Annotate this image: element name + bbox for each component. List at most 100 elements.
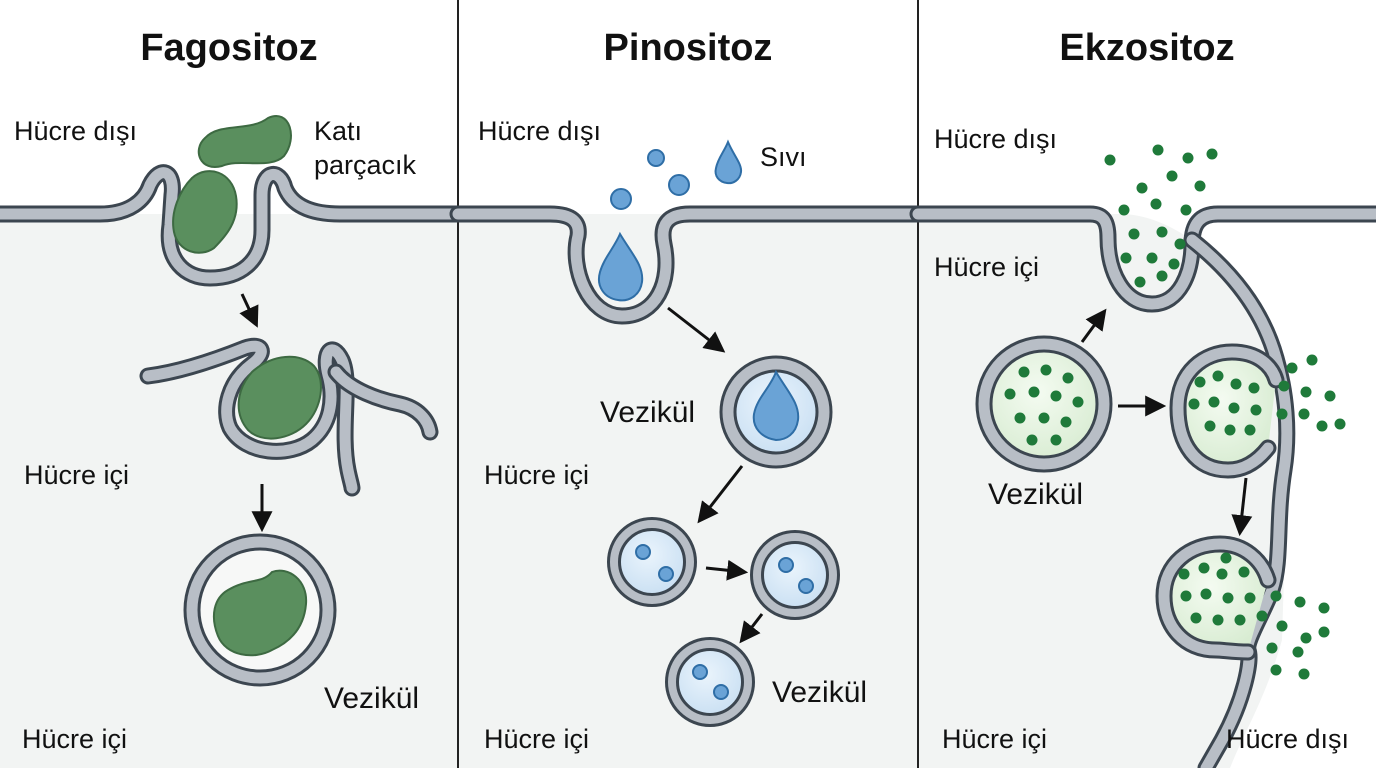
secreted-particle bbox=[1318, 602, 1330, 614]
secreted-particle bbox=[1230, 378, 1242, 390]
secreted-particle bbox=[1128, 228, 1140, 240]
secreted-particle bbox=[1004, 388, 1016, 400]
secreted-particle bbox=[1174, 238, 1186, 250]
label-vesicle-bottom: Vezikül bbox=[772, 676, 867, 709]
secreted-particle bbox=[1156, 226, 1168, 238]
secretory-vesicle bbox=[975, 335, 1113, 473]
secreted-particle bbox=[1014, 412, 1026, 424]
label-outside: Hücre dışı bbox=[14, 116, 137, 146]
secreted-particle bbox=[1146, 252, 1158, 264]
secreted-particle bbox=[1298, 668, 1310, 680]
secreted-particle bbox=[1150, 198, 1162, 210]
secreted-particle bbox=[1050, 390, 1062, 402]
secreted-particle bbox=[1166, 170, 1178, 182]
arrow-step-4 bbox=[739, 613, 764, 644]
secreted-particle bbox=[1104, 154, 1116, 166]
secreted-particle bbox=[1286, 362, 1298, 374]
secreted-particle bbox=[1168, 258, 1180, 270]
fluid-drop-pit bbox=[598, 231, 644, 302]
secreted-particle bbox=[1200, 588, 1212, 600]
panel-fagositoz: Fagositoz Hücre dışı Katı parçacık Hücre… bbox=[0, 27, 467, 754]
cytoplasm-region-right bbox=[918, 214, 1290, 768]
secreted-particle bbox=[1018, 366, 1030, 378]
label-inside-mid: Hücre içi bbox=[24, 460, 129, 490]
vesicle-particle bbox=[212, 569, 308, 657]
secreted-particle bbox=[1256, 610, 1268, 622]
fluid-drop-vesicle bbox=[752, 369, 800, 442]
secreted-particle bbox=[1294, 596, 1306, 608]
title-fagositoz: Fagositoz bbox=[140, 27, 317, 69]
secreted-particle bbox=[1324, 390, 1336, 402]
secreted-particle bbox=[1182, 152, 1194, 164]
secreted-particle bbox=[1208, 396, 1220, 408]
secreted-particle bbox=[1190, 612, 1202, 624]
label-inside-bottom: Hücre içi bbox=[484, 724, 589, 754]
label-inside-top: Hücre içi bbox=[934, 252, 1039, 282]
arrow-to-release bbox=[1231, 477, 1253, 537]
label-particle-2: parçacık bbox=[314, 150, 417, 180]
secreted-particle bbox=[1136, 182, 1148, 194]
secreted-particle bbox=[1306, 354, 1318, 366]
secreted-particle bbox=[1206, 148, 1218, 160]
engulfed-particle bbox=[172, 170, 238, 254]
secreted-particle bbox=[1278, 380, 1290, 392]
secreted-particle bbox=[1244, 592, 1256, 604]
label-inside-bottom: Hücre içi bbox=[22, 724, 127, 754]
arrow-to-membrane bbox=[1080, 308, 1107, 343]
secreted-particle bbox=[1270, 664, 1282, 676]
label-vesicle-top: Vezikül bbox=[600, 396, 695, 429]
secreted-particle bbox=[1156, 270, 1168, 282]
secreted-particle bbox=[1212, 614, 1224, 626]
secreted-particle bbox=[1028, 386, 1040, 398]
secreted-particle bbox=[1298, 408, 1310, 420]
secreted-particle bbox=[1120, 252, 1132, 264]
secreted-particle bbox=[1060, 416, 1072, 428]
label-outside-bottom: Hücre dışı bbox=[1226, 724, 1349, 754]
secreted-particle bbox=[1244, 424, 1256, 436]
secreted-particle bbox=[1212, 370, 1224, 382]
secreted-particle bbox=[1220, 552, 1232, 564]
label-inside-mid: Hücre içi bbox=[484, 460, 589, 490]
secreted-particle bbox=[1050, 434, 1062, 446]
secreted-particle bbox=[1198, 562, 1210, 574]
secreted-particle bbox=[1228, 402, 1240, 414]
secreted-particles bbox=[1004, 144, 1346, 680]
label-inside-bottom: Hücre içi bbox=[942, 724, 1047, 754]
secreted-particle bbox=[1026, 434, 1038, 446]
secreted-particle bbox=[1216, 568, 1228, 580]
secreted-particle bbox=[1224, 424, 1236, 436]
secreted-particle bbox=[1300, 386, 1312, 398]
fluid-droplet bbox=[668, 174, 690, 196]
arrow-step-1 bbox=[239, 293, 259, 328]
secreted-particle bbox=[1134, 276, 1146, 288]
secreted-particle bbox=[1248, 382, 1260, 394]
secreted-particle bbox=[1334, 418, 1346, 430]
small-vesicle bbox=[607, 517, 697, 607]
secreted-particle bbox=[1072, 396, 1084, 408]
secreted-particle bbox=[1276, 408, 1288, 420]
secreted-particle bbox=[1266, 642, 1278, 654]
secreted-particle bbox=[1040, 364, 1052, 376]
secreted-particle bbox=[1234, 614, 1246, 626]
particle-pinching bbox=[237, 355, 322, 440]
secreted-particle bbox=[1062, 372, 1074, 384]
secreted-particle bbox=[1152, 144, 1164, 156]
label-outside-top: Hücre dışı bbox=[934, 124, 1057, 154]
title-ekzositoz: Ekzositoz bbox=[1059, 27, 1234, 69]
solid-particle bbox=[197, 115, 292, 169]
fluid-drop-icon bbox=[714, 139, 743, 185]
secreted-particle bbox=[1222, 592, 1234, 604]
secreted-particle bbox=[1238, 566, 1250, 578]
secreted-particle bbox=[1194, 180, 1206, 192]
secreted-particle bbox=[1188, 398, 1200, 410]
arrow-step-3 bbox=[705, 559, 749, 581]
label-outside: Hücre dışı bbox=[478, 116, 601, 146]
secreted-particle bbox=[1118, 204, 1130, 216]
secreted-particle bbox=[1180, 204, 1192, 216]
panel-pinositoz: Pinositoz Hücre dışı Sıvı Vezikül Hücre … bbox=[449, 27, 927, 754]
label-particle-1: Katı bbox=[314, 116, 362, 146]
secreted-particle bbox=[1204, 420, 1216, 432]
small-vesicle bbox=[665, 637, 755, 727]
